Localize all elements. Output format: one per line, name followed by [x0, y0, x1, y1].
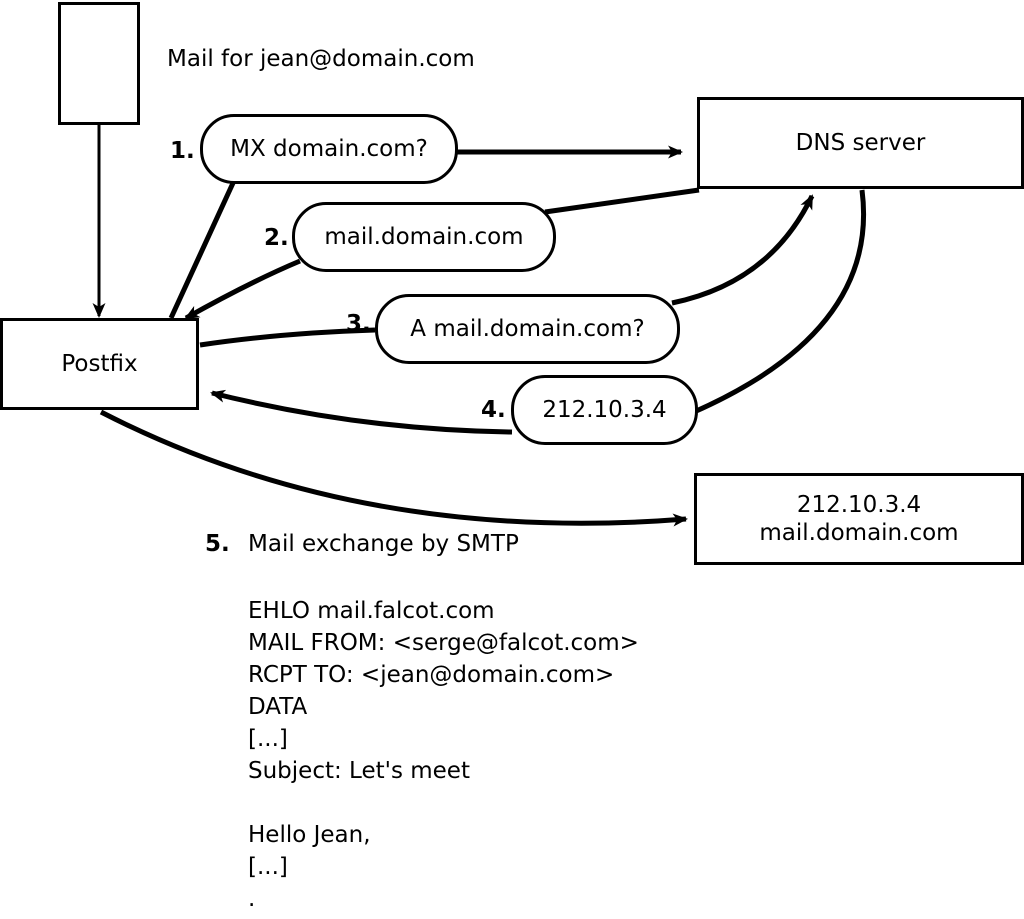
- postfix-box[interactable]: Postfix: [0, 318, 199, 410]
- step-label-5: 5.: [205, 531, 230, 557]
- message-pill-4-label: 212.10.3.4: [542, 396, 667, 423]
- message-pill-3-label: A mail.domain.com?: [410, 315, 645, 342]
- message-pill-4[interactable]: 212.10.3.4: [511, 375, 698, 445]
- step-label-4: 4.: [481, 397, 506, 423]
- client-box[interactable]: [58, 2, 140, 125]
- connector-postfix-to-mailserver: [99, 409, 688, 527]
- mail-server-box[interactable]: 212.10.3.4 mail.domain.com: [694, 473, 1024, 565]
- message-pill-2[interactable]: mail.domain.com: [292, 202, 556, 272]
- dns-server-label: DNS server: [795, 129, 926, 156]
- message-pill-3[interactable]: A mail.domain.com?: [375, 294, 680, 364]
- connector-postfix-to-step3: [199, 327, 376, 348]
- message-pill-2-label: mail.domain.com: [324, 223, 524, 250]
- mail-server-ip: 212.10.3.4: [796, 491, 922, 518]
- step-label-2: 2.: [264, 225, 289, 251]
- message-pill-1-label: MX domain.com?: [230, 135, 428, 162]
- connector-step4-to-postfix: [210, 389, 513, 435]
- connector-step3-to-dns: [671, 194, 815, 306]
- step-label-1: 1.: [170, 138, 195, 164]
- connector-dns-to-step4: [692, 189, 866, 415]
- message-pill-1[interactable]: MX domain.com?: [200, 114, 458, 184]
- mail-server-hostname: mail.domain.com: [759, 520, 959, 546]
- connector-dns-to-step2: [544, 187, 700, 215]
- connector-step1-leg: [168, 181, 236, 320]
- smtp-transcript: EHLO mail.falcot.com MAIL FROM: <serge@f…: [248, 598, 639, 912]
- step-label-3: 3.: [346, 311, 371, 337]
- step5-caption: Mail exchange by SMTP: [248, 531, 519, 557]
- postfix-label: Postfix: [61, 350, 138, 377]
- connector-step2-to-postfix: [184, 258, 301, 321]
- dns-server-box[interactable]: DNS server: [697, 97, 1024, 189]
- mail-for-caption: Mail for jean@domain.com: [167, 46, 475, 72]
